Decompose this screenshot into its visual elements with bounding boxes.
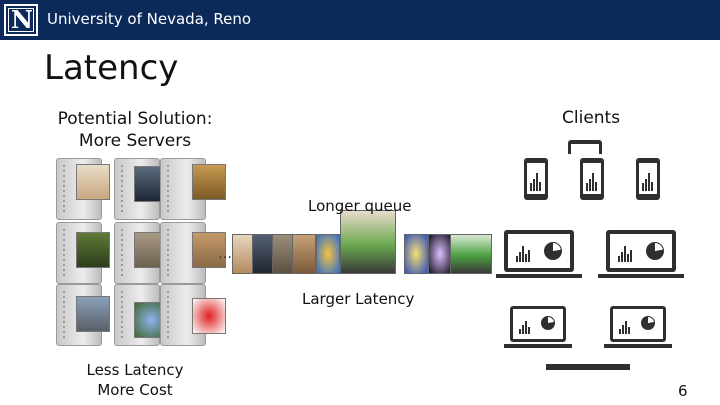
slide-title: Latency — [44, 48, 179, 88]
clients-label: Clients — [562, 108, 621, 128]
cat-photo-2 — [192, 232, 226, 268]
potential-solution-text: Potential Solution: More Servers — [40, 108, 230, 152]
longer-queue-label: Longer queue — [308, 197, 412, 215]
queue-item — [292, 234, 316, 274]
more-cost-text: More Cost — [97, 381, 173, 399]
university-name: University of Nevada, Reno — [47, 10, 252, 28]
less-latency-text: Less Latency — [86, 361, 184, 379]
queue-item — [404, 234, 428, 274]
phone-icon — [636, 158, 660, 200]
university-logo: N — [4, 4, 38, 36]
laptop-icon-partial — [546, 364, 630, 370]
queue-item — [428, 234, 452, 274]
building-photo — [76, 296, 110, 332]
ellipsis: … — [218, 246, 232, 262]
queue-item — [450, 234, 492, 274]
potential-solution-line-1: Potential Solution: — [57, 109, 213, 129]
stop-sign-photo — [192, 298, 226, 334]
phone-icon — [568, 140, 602, 154]
phone-icon — [580, 158, 604, 200]
kitten-photo — [76, 164, 110, 200]
bird-photo — [192, 164, 226, 200]
tradeoff-text: Less Latency More Cost — [80, 360, 190, 400]
queue-item — [316, 234, 340, 274]
larger-latency-label: Larger Latency — [302, 290, 415, 308]
phone-icon — [524, 158, 548, 200]
potential-solution-line-2: More Servers — [78, 131, 192, 151]
page-number: 6 — [678, 382, 688, 400]
header-bar: N University of Nevada, Reno — [0, 0, 720, 40]
forest-photo — [76, 232, 110, 268]
queue-item — [340, 210, 396, 274]
